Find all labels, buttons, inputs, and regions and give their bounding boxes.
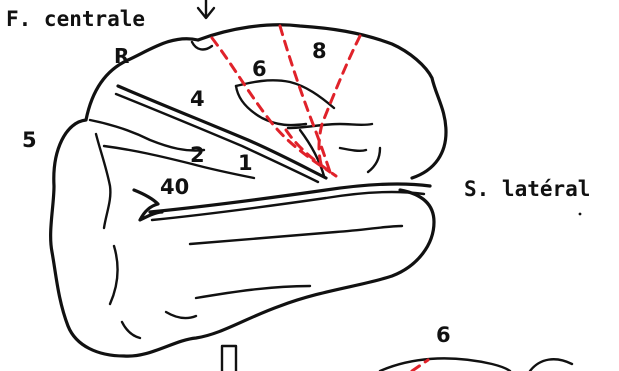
gyrus-line-2 bbox=[104, 146, 254, 178]
lateral-sulcus bbox=[150, 184, 430, 212]
label-5: 5 bbox=[22, 128, 37, 152]
label-1: 1 bbox=[238, 151, 253, 175]
label-6-bottom: 6 bbox=[436, 323, 451, 347]
label-f-centrale: F. centrale bbox=[6, 7, 145, 31]
red-dashed-borders bbox=[212, 26, 360, 176]
frontal-gyrus-2 bbox=[236, 86, 306, 125]
brain-outline bbox=[51, 39, 434, 356]
bottom-figure-arc bbox=[380, 358, 510, 371]
bottom-figure-left bbox=[222, 346, 236, 371]
temporal-line-5 bbox=[166, 312, 196, 318]
temporal-line-3 bbox=[110, 246, 117, 304]
label-4: 4 bbox=[190, 87, 205, 111]
frontal-notch bbox=[192, 42, 212, 49]
label-s-lateral: S. latéral bbox=[464, 177, 590, 201]
frontal-gyrus-6 bbox=[340, 148, 366, 151]
down-arrow-icon bbox=[198, 0, 214, 18]
gyrus-line-1 bbox=[96, 134, 110, 228]
label-6-top: 6 bbox=[252, 57, 267, 81]
bottom-figure-arc-2 bbox=[530, 359, 572, 371]
sulcus-40 bbox=[134, 190, 162, 220]
temporal-line-2 bbox=[196, 286, 310, 298]
label-40: 40 bbox=[160, 175, 189, 199]
stray-dot bbox=[579, 213, 582, 216]
temporal-line-4 bbox=[122, 322, 140, 338]
label-2: 2 bbox=[190, 143, 205, 167]
temporal-line-1 bbox=[190, 226, 402, 244]
frontal-gyrus-5 bbox=[368, 148, 380, 172]
label-8: 8 bbox=[312, 39, 327, 63]
central-sulcus bbox=[118, 86, 326, 178]
label-r: R bbox=[114, 44, 129, 68]
